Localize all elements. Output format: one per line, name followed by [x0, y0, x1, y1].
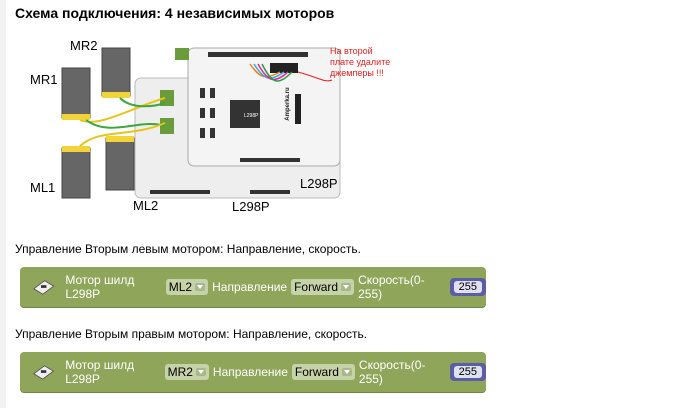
- speed-input[interactable]: 255: [453, 281, 482, 293]
- direction-dropdown[interactable]: Forward: [291, 364, 355, 380]
- brand-label: Amperka.ru: [285, 87, 291, 121]
- direction-dropdown[interactable]: Forward: [291, 279, 355, 295]
- label-board1: L298P: [300, 176, 338, 191]
- label-board2: L298P: [232, 199, 270, 214]
- motor-value: MR2: [167, 365, 193, 379]
- chevron-down-icon: [341, 368, 352, 376]
- block-label: Мотор шилд L298P: [65, 358, 135, 386]
- chevron-down-icon: [195, 283, 206, 291]
- motor-shield-icon: [32, 365, 55, 380]
- note-line: джемперы !!!: [330, 68, 384, 78]
- note-line: На второй: [330, 46, 373, 56]
- direction-value: Forward: [294, 365, 339, 379]
- speed-block[interactable]: 255: [449, 363, 486, 381]
- label-ml2: ML2: [133, 198, 159, 213]
- note-line: плате удалите: [330, 57, 391, 67]
- motor-block-mr2[interactable]: Мотор шилд L298P MR2 Направление Forward…: [20, 352, 486, 392]
- chip-label: L298P: [244, 113, 259, 119]
- speed-block[interactable]: 255: [449, 278, 486, 296]
- jumper-note: На второй плате удалите джемперы !!!: [330, 46, 390, 79]
- label-mr2: MR2: [70, 38, 98, 53]
- speed-input[interactable]: 255: [453, 366, 482, 378]
- page-title: Схема подключения: 4 независимых моторов: [15, 5, 335, 21]
- motor-block-ml2[interactable]: Мотор шилд L298P ML2 Направление Forward…: [20, 267, 486, 307]
- label-ml1: ML1: [30, 180, 56, 195]
- block-caption: Управление Вторым левым мотором: Направл…: [15, 242, 361, 256]
- motor-value: ML2: [168, 280, 193, 294]
- chevron-down-icon: [341, 283, 352, 291]
- block-caption: Управление Вторым правым мотором: Направ…: [15, 327, 368, 341]
- motor-dropdown[interactable]: ML2: [165, 279, 209, 295]
- speed-label: Скорость(0-255): [358, 358, 426, 386]
- motor-dropdown[interactable]: MR2: [164, 364, 209, 380]
- left-strip: [0, 0, 6, 408]
- motor-shield-icon: [32, 280, 55, 295]
- direction-label: Направление: [212, 280, 288, 294]
- block-label: Мотор шилд L298P: [65, 273, 135, 301]
- direction-value: Forward: [294, 280, 339, 294]
- direction-label: Направление: [212, 365, 288, 379]
- label-mr1: MR1: [30, 72, 58, 87]
- speed-label: Скорость(0-255): [358, 273, 425, 301]
- wiring-diagram: [61, 47, 341, 199]
- chevron-down-icon: [195, 368, 206, 376]
